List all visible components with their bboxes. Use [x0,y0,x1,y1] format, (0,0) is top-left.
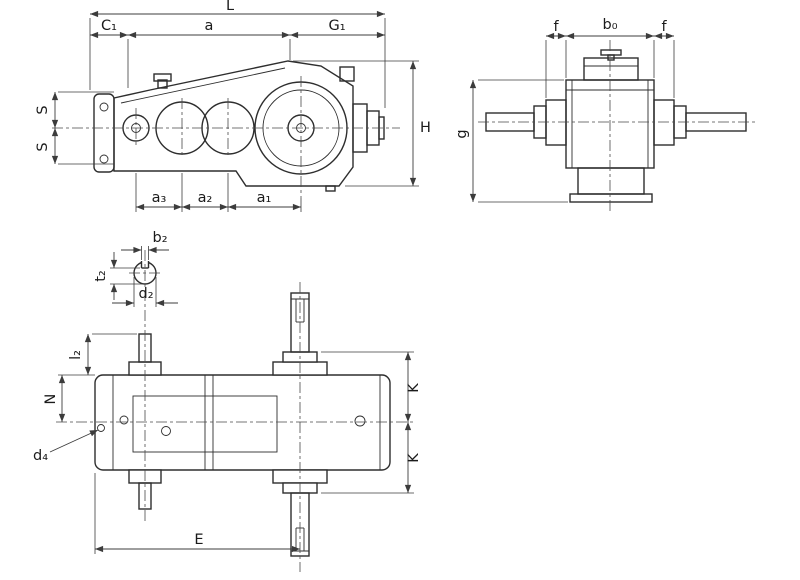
plan-bolt-hole-3 [354,415,366,427]
dim-label-f-left: f [553,19,559,35]
dowel-pin-hole [97,424,105,432]
side-view: L C₁ a G₁ H S S a₃ a₂ a₁ [35,0,431,212]
base-flange [569,193,653,203]
breather-stem [157,79,168,89]
lifting-lug [339,66,355,82]
drain-plug [325,185,336,192]
dim-label-t2: t₂ [93,270,109,282]
breather-cap [153,73,172,82]
dim-label-K-upper: K [406,383,422,393]
flange-hole-bottom [99,154,109,164]
input-shaft-bottom [138,482,152,510]
dim-label-L: L [226,0,234,14]
side-housing-outline [113,60,354,187]
dim-label-g: g [454,129,470,138]
dim-label-d2: d₂ [138,286,153,302]
dim-label-K-lower: K [406,453,422,463]
dim-label-f-right: f [661,19,667,35]
plan-housing [94,374,391,471]
dim-label-b0: b₀ [602,17,617,33]
dim-label-l2: l₂ [68,350,84,360]
dim-label-d4: d₄ [33,448,48,464]
plan-view: b₂ t₂ d₂ l₂ N d₄ K K E [33,230,422,572]
dim-label-b2: b₂ [152,230,167,246]
end-view: f b₀ f g [454,17,756,212]
dim-label-C1: C₁ [101,18,117,34]
dim-label-a1: a₁ [257,190,272,206]
dim-label-G1: G₁ [328,18,345,34]
dim-label-a3: a₃ [152,190,167,206]
plan-bolt-hole-1 [119,415,129,425]
plan-bolt-hole-2 [161,426,171,436]
dim-label-S-lower: S [35,142,51,151]
dim-label-E: E [194,532,203,548]
dim-label-a: a [205,18,214,34]
dim-label-N: N [43,394,59,405]
leader-line-d4 [49,429,99,453]
dim-label-S-upper: S [35,105,51,114]
dim-label-H: H [420,120,431,136]
side-housing-wall-line [120,67,286,104]
flange-hole-top [99,102,109,112]
dim-label-a2: a₂ [198,190,213,206]
